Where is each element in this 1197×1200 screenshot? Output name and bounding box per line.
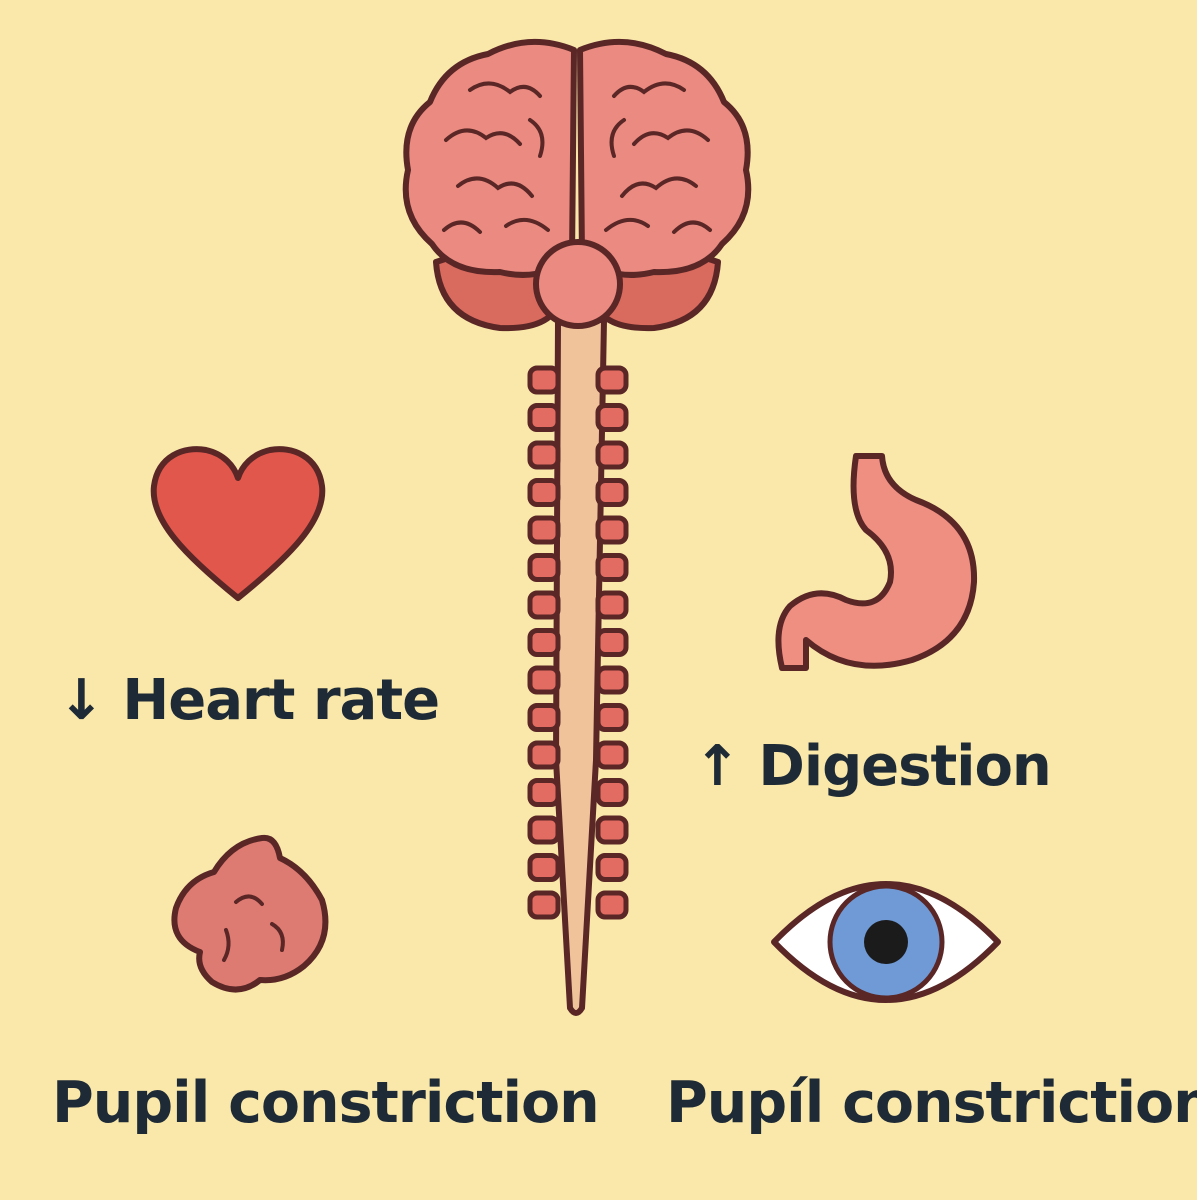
vertebra-left [527, 440, 561, 470]
vertebra-right [595, 590, 629, 620]
vertebra-left [527, 740, 561, 770]
pancreas-icon [171, 834, 329, 993]
vertebra-left [527, 665, 561, 695]
vertebra-left [527, 890, 561, 920]
vertebra-right [595, 853, 629, 882]
digestion-label: ↑ Digestion [694, 734, 1052, 799]
vertebra-right [595, 890, 629, 920]
vertebra-left [527, 590, 561, 620]
vertebra-left [527, 553, 561, 582]
brain-icon [402, 39, 752, 332]
pupil-constriction-label-left: Pupil constriction [52, 1070, 600, 1136]
vertebra-left [527, 365, 561, 395]
heart-rate-label: ↓ Heart rate [58, 668, 440, 733]
vertebra-right [595, 515, 629, 545]
heart-icon [150, 446, 326, 601]
vertebra-right [595, 440, 629, 470]
vertebra-right [595, 478, 629, 507]
vertebra-left [527, 778, 561, 807]
vertebra-left [527, 478, 561, 507]
vertebra-right [595, 740, 629, 770]
spinal-cord-icon [527, 317, 629, 1016]
vertebra-left [527, 703, 561, 732]
vertebra-right [595, 815, 629, 845]
vertebra-left [527, 628, 561, 657]
vertebra-right [595, 665, 629, 695]
vertebra-right [595, 403, 629, 432]
vertebra-left [527, 403, 561, 432]
vertebrae-group [527, 365, 629, 920]
vertebra-left [527, 853, 561, 882]
vertebra-left [527, 815, 561, 845]
vertebra-right [595, 703, 629, 732]
vertebra-left [527, 515, 561, 545]
stomach-icon [775, 453, 978, 671]
vertebra-right [595, 365, 629, 395]
vertebra-right [595, 778, 629, 807]
pupil-constriction-label-right: Pupíl constriction [666, 1070, 1197, 1136]
eye-icon [771, 881, 1001, 1003]
vertebra-right [595, 553, 629, 582]
vertebra-right [595, 628, 629, 657]
